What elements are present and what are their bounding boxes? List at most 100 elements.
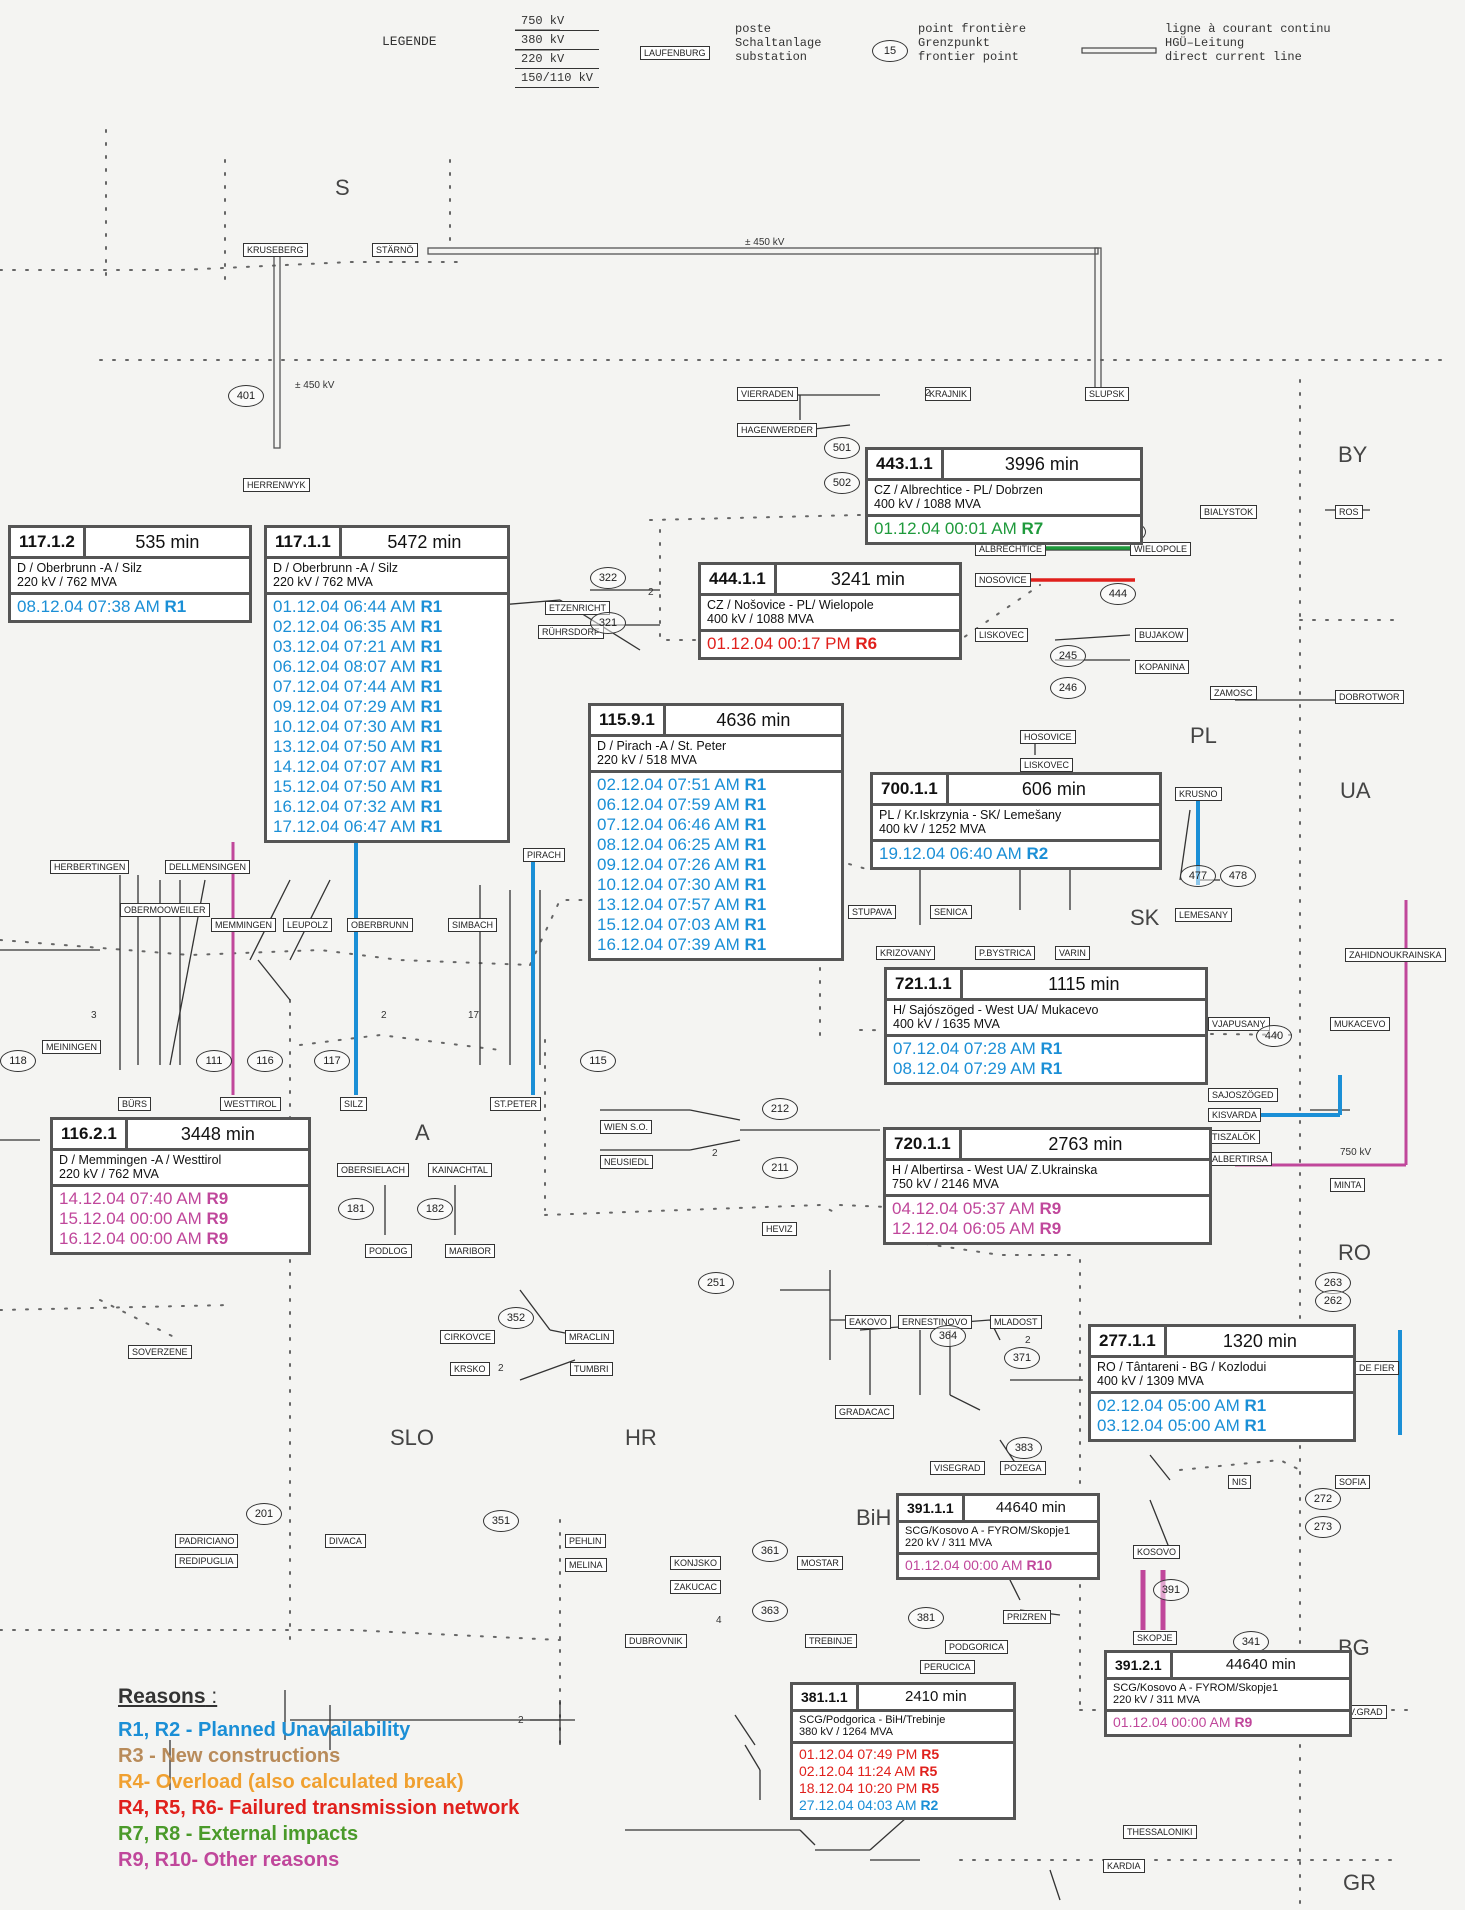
frontier-point: 401 [228, 385, 264, 407]
country-border [0, 1304, 231, 1311]
frontier-point: 502 [824, 472, 860, 494]
frontier-point: 245 [1050, 645, 1086, 667]
frontier-point: 381 [908, 1607, 944, 1629]
substation-label: BUJAKOW [1135, 628, 1188, 642]
substation-label: MUKACEVO [1330, 1017, 1390, 1031]
substation-label: NIS [1228, 1475, 1252, 1489]
outage-duration: 5472 min [387, 532, 462, 552]
event-reason: R1 [420, 717, 443, 736]
event-time: 16.12.04 00:00 AM [59, 1229, 207, 1248]
reason-item: R9, R10- Other reasons [118, 1849, 340, 1871]
transmission-line [1049, 1869, 1061, 1901]
outage-duration: 3448 min [180, 1124, 255, 1144]
legend-frontier-text: point frontière Grenzpunkt frontier poin… [918, 22, 1026, 64]
line-label: 2 [925, 388, 931, 399]
outage-event: 13.12.04 07:50 AM R1 [273, 737, 501, 757]
substation-label: ALBERTIRSA [1208, 1152, 1272, 1166]
substation-label: SAJOSZÖGED [1208, 1088, 1278, 1102]
substation-label: DOBROTWOR [1335, 690, 1404, 704]
legend-frontier-sample: 15 [872, 40, 908, 62]
event-time: 18.12.04 10:20 PM [799, 1780, 922, 1796]
outage-id: 391.2.1 [1107, 1653, 1173, 1677]
event-time: 01.12.04 07:49 PM [799, 1746, 922, 1762]
frontier-point: 440 [1256, 1025, 1292, 1047]
outage-event: 01.12.04 00:00 AM R10 [905, 1557, 1091, 1574]
substation-label: LEMESANY [1175, 908, 1233, 922]
outage-event: 01.12.04 00:17 PM R6 [707, 634, 953, 654]
substation-label: DUBROVNIK [625, 1634, 687, 1648]
substation-label: KRSKO [450, 1362, 490, 1376]
transmission-line [744, 1744, 761, 1771]
substation-label: DE FIER [1355, 1361, 1399, 1375]
outage-desc-line: 400 kV / 1252 MVA [879, 822, 986, 836]
country-label: GR [1343, 1870, 1376, 1895]
frontier-point: 115 [580, 1050, 616, 1072]
outage-duration: 4636 min [716, 710, 791, 730]
substation-label: MARIBOR [445, 1244, 496, 1258]
outage-event: 02.12.04 06:35 AM R1 [273, 617, 501, 637]
transmission-line [689, 1109, 741, 1121]
outage-event: 16.12.04 07:32 AM R1 [273, 797, 501, 817]
line-label: 17 [468, 1010, 480, 1021]
substation-label: V.GRAD [1345, 1705, 1387, 1719]
outage-event: 07.12.04 07:28 AM R1 [893, 1039, 1199, 1059]
substation-label: OBERSIELACH [337, 1163, 410, 1177]
outage-event: 06.12.04 08:07 AM R1 [273, 657, 501, 677]
event-reason: R5 [921, 1746, 940, 1762]
event-reason: R9 [1039, 1219, 1062, 1238]
substation-label: EAKOVO [845, 1315, 892, 1329]
outage-event: 01.12.04 06:44 AM R1 [273, 597, 501, 617]
legend-fp-de: Grenzpunkt [918, 36, 991, 50]
substation-label: VARIN [1055, 946, 1090, 960]
outage-event: 06.12.04 07:59 AM R1 [597, 795, 835, 815]
transmission-line [519, 1289, 551, 1331]
event-time: 01.12.04 06:44 AM [273, 597, 421, 616]
substation-label: MELINA [565, 1558, 607, 1572]
transmission-line [1054, 634, 1131, 641]
event-time: 08.12.04 07:29 AM [893, 1059, 1041, 1078]
outage-event: 10.12.04 07:30 AM R1 [273, 717, 501, 737]
outage-event: 04.12.04 05:37 AM R9 [892, 1199, 1203, 1219]
substation-label: HERRENWYK [243, 478, 310, 492]
outage-event: 02.12.04 05:00 AM R1 [1097, 1396, 1347, 1416]
substation-label: SENICA [930, 905, 972, 919]
outage-event: 27.12.04 04:03 AM R2 [799, 1797, 1007, 1814]
event-reason: R1 [744, 855, 767, 874]
outage-id: 277.1.1 [1091, 1327, 1167, 1355]
outage-id: 443.1.1 [868, 450, 944, 478]
outage-desc-line: CZ / Albrechtice - PL/ Dobrzen [874, 483, 1043, 497]
event-reason: R1 [744, 815, 767, 834]
outage-desc-line: SCG/Kosovo A - FYROM/Skopje1 [1113, 1682, 1279, 1694]
substation-label: WESTTIROL [220, 1097, 281, 1111]
substation-label: TISZALÖK [1208, 1130, 1260, 1144]
reason-item: R3 - New constructions [118, 1745, 341, 1767]
outage-duration: 44640 min [1225, 1656, 1296, 1673]
substation-label: KISVARDA [1208, 1108, 1261, 1122]
outage-event: 16.12.04 00:00 AM R9 [59, 1229, 302, 1249]
frontier-point: 363 [752, 1600, 788, 1622]
substation-label: MRACLIN [565, 1330, 614, 1344]
substation-label: HEVIZ [762, 1222, 797, 1236]
outage-duration: 2410 min [905, 1688, 967, 1705]
outage-event: 09.12.04 07:29 AM R1 [273, 697, 501, 717]
substation-label: THESSALONIKI [1123, 1825, 1197, 1839]
legend-380: 380 kV [515, 31, 600, 50]
substation-label: PRIZREN [1003, 1610, 1051, 1624]
outage-desc-line: H/ Sajószöged - West UA/ Mukacevo [893, 1003, 1099, 1017]
event-reason: R5 [919, 1763, 938, 1779]
country-border [0, 1629, 561, 1641]
